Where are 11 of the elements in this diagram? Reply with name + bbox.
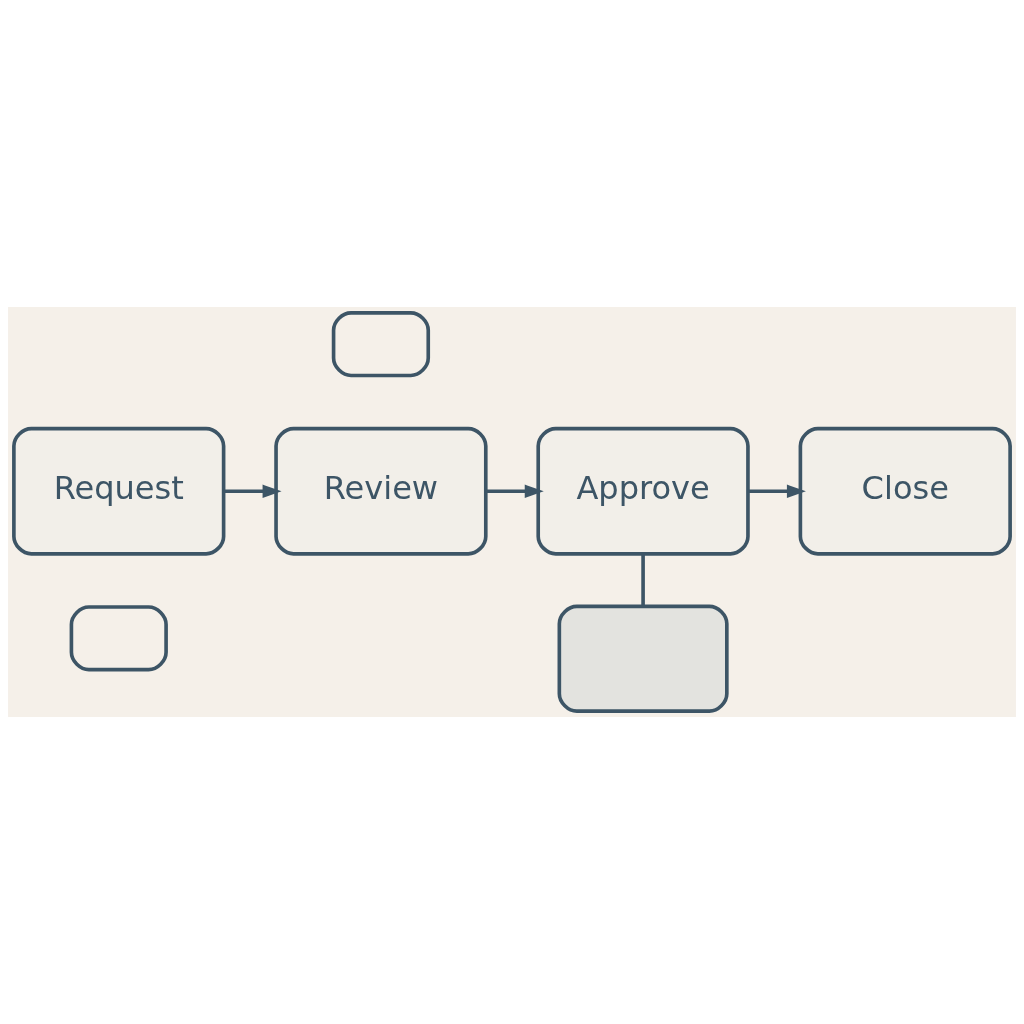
node-box: Close (798, 426, 1012, 556)
connector (641, 554, 645, 606)
arrow (485, 484, 544, 498)
node-box: Approve (536, 426, 750, 556)
node-box: Request (12, 426, 226, 556)
arrow (223, 484, 282, 498)
node-speech-bubble (69, 605, 168, 672)
arrow (748, 484, 806, 498)
node-speech-bubble (331, 311, 431, 378)
node-box (557, 604, 729, 713)
node-box: Review (274, 426, 488, 556)
